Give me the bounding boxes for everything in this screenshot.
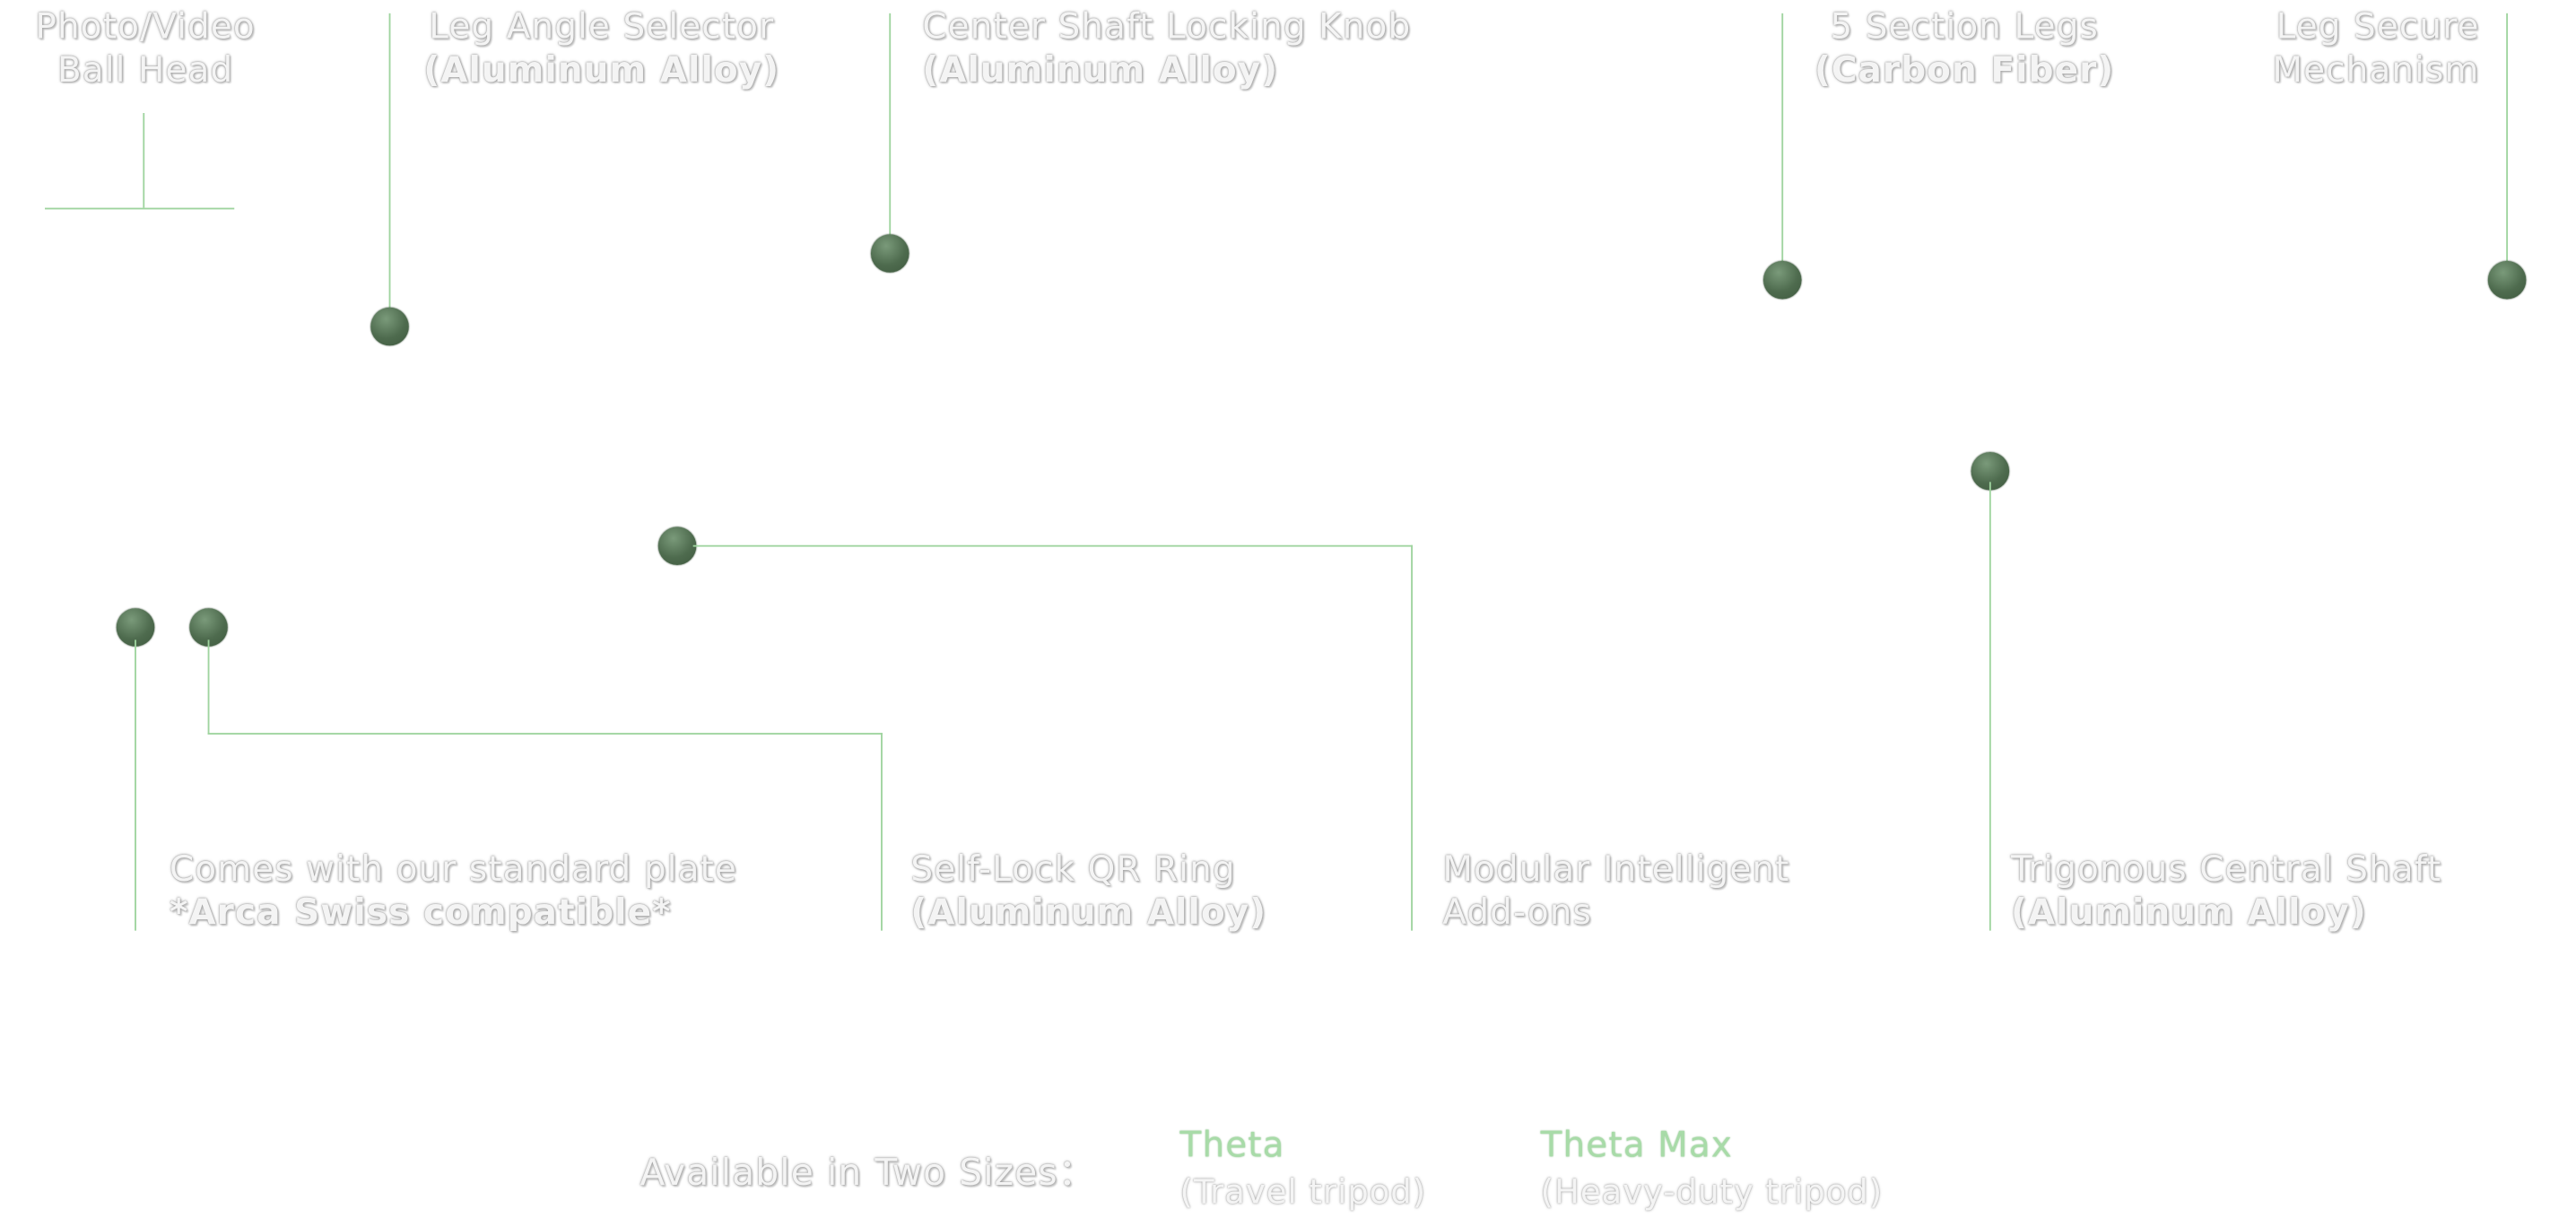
central-shaft-subtitle: (Aluminum Alloy) bbox=[2011, 892, 2367, 933]
addons-leader-horizontal bbox=[692, 544, 1413, 547]
size-theta[interactable]: Theta (Travel tripod) bbox=[1180, 1122, 1427, 1215]
section-legs-subtitle: (Carbon Fiber) bbox=[1814, 49, 2115, 91]
addons-marker[interactable] bbox=[657, 526, 697, 565]
ball-head-title: Photo/Video bbox=[35, 6, 256, 47]
addons-title: Modular Intelligent bbox=[1442, 848, 1790, 890]
central-shaft-title: Trigonous Central Shaft bbox=[2011, 848, 2442, 890]
plate-title: Comes with our standard plate bbox=[169, 848, 737, 890]
qr-ring-subtitle: (Aluminum Alloy) bbox=[910, 892, 1267, 933]
central-shaft-label: Trigonous Central Shaft (Aluminum Alloy) bbox=[2011, 848, 2441, 934]
center-shaft-knob-leader bbox=[889, 13, 892, 239]
size-theta-max-desc: (Heavy-duty tripod) bbox=[1540, 1171, 1884, 1212]
leg-secure-label: Leg Secure Mechanism bbox=[2227, 5, 2480, 91]
qr-ring-title: Self-Lock QR Ring bbox=[910, 848, 1236, 890]
leg-angle-subtitle: (Aluminum Alloy) bbox=[423, 49, 780, 91]
size-theta-max-name: Theta Max bbox=[1540, 1125, 1733, 1165]
qr-ring-leader-vertical bbox=[207, 639, 210, 735]
section-legs-leader bbox=[1781, 13, 1784, 266]
plate-leader bbox=[135, 639, 136, 931]
size-theta-desc: (Travel tripod) bbox=[1179, 1171, 1427, 1212]
plate-subtitle: *Arca Swiss compatible* bbox=[169, 892, 672, 933]
addons-leader-vertical bbox=[1411, 544, 1413, 931]
sizes-heading: Available in Two Sizes： bbox=[640, 1153, 1096, 1196]
center-shaft-knob-title: Center Shaft Locking Knob bbox=[922, 6, 1412, 47]
section-legs-marker[interactable] bbox=[1762, 260, 1802, 300]
center-shaft-knob-label: Center Shaft Locking Knob (Aluminum Allo… bbox=[922, 5, 1411, 91]
ball-head-leader bbox=[143, 112, 145, 208]
leg-secure-leader bbox=[2506, 13, 2509, 266]
size-theta-name: Theta bbox=[1179, 1125, 1285, 1165]
leg-secure-title: Leg Secure bbox=[2276, 6, 2480, 47]
leg-angle-leader bbox=[388, 13, 391, 313]
size-theta-max[interactable]: Theta Max (Heavy-duty tripod) bbox=[1541, 1122, 1884, 1215]
leg-secure-marker[interactable] bbox=[2487, 260, 2527, 300]
qr-ring-leader-drop bbox=[881, 733, 883, 931]
addons-subtitle: Add-ons bbox=[1442, 892, 1592, 933]
center-shaft-knob-subtitle: (Aluminum Alloy) bbox=[922, 49, 1279, 91]
leg-angle-label: Leg Angle Selector (Aluminum Alloy) bbox=[413, 5, 791, 91]
section-legs-label: 5 Section Legs (Carbon Fiber) bbox=[1812, 5, 2118, 91]
center-shaft-knob-marker[interactable] bbox=[870, 234, 909, 273]
ball-head-subtitle: Ball Head bbox=[57, 49, 234, 91]
leg-angle-title: Leg Angle Selector bbox=[429, 6, 775, 47]
section-legs-title: 5 Section Legs bbox=[1830, 6, 2099, 47]
ball-head-bracket bbox=[45, 207, 235, 210]
ball-head-label: Photo/Video Ball Head bbox=[17, 5, 274, 91]
addons-label: Modular Intelligent Add-ons bbox=[1442, 848, 1789, 934]
leg-secure-subtitle: Mechanism bbox=[2272, 49, 2480, 91]
leg-angle-marker[interactable] bbox=[370, 307, 409, 346]
plate-label: Comes with our standard plate *Arca Swis… bbox=[170, 848, 737, 934]
qr-ring-label: Self-Lock QR Ring (Aluminum Alloy) bbox=[910, 848, 1266, 934]
qr-ring-leader-horizontal bbox=[207, 733, 883, 735]
central-shaft-leader bbox=[1989, 482, 1991, 931]
